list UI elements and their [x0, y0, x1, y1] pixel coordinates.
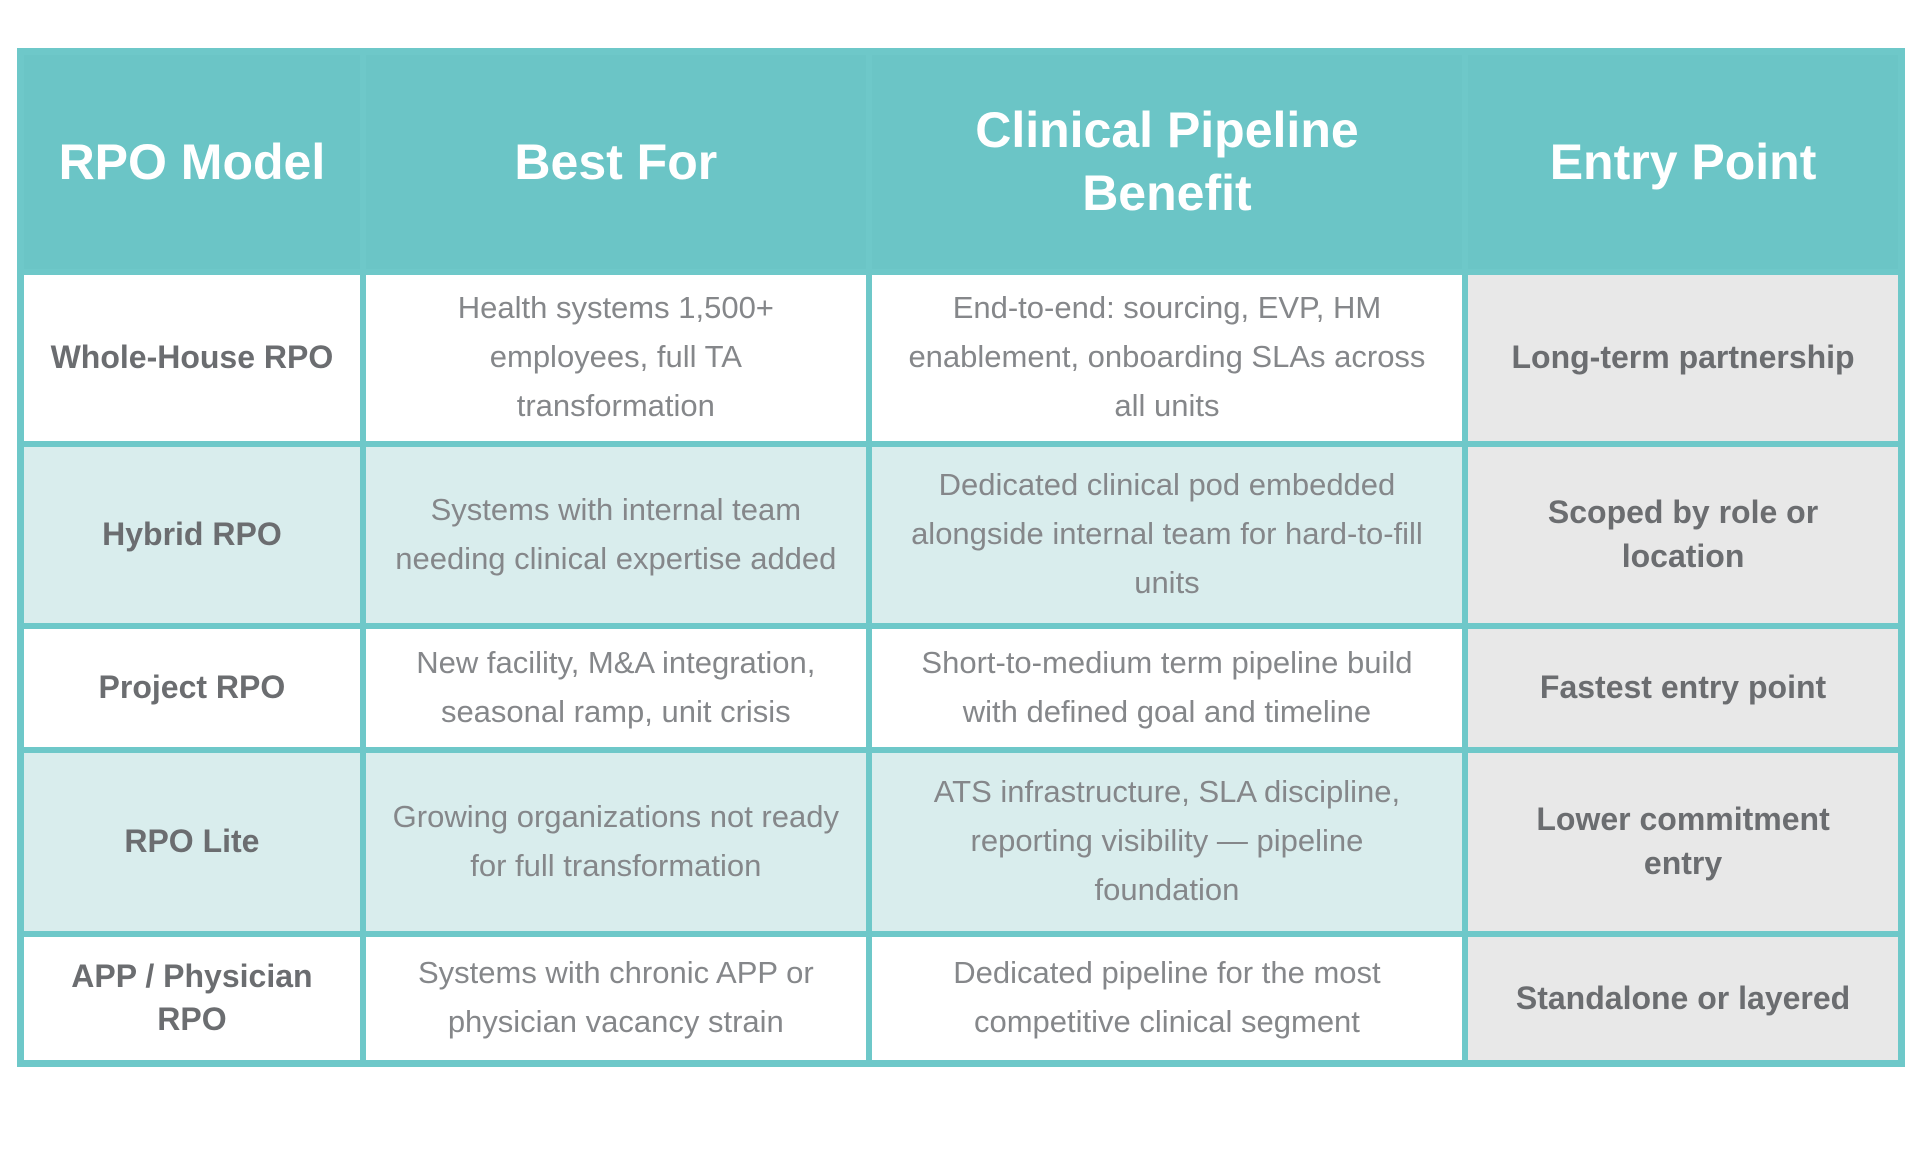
model-cell: Whole-House RPO — [17, 268, 366, 447]
entry-point-cell: Lower commitment entry — [1462, 746, 1905, 937]
header-rpo-model: RPO Model — [17, 48, 366, 275]
best-for-cell: New facility, M&A integration, seasonal … — [359, 622, 872, 753]
benefit-cell: Dedicated clinical pod embedded alongsid… — [865, 440, 1469, 629]
header-best-for: Best For — [359, 48, 872, 275]
best-for-cell: Systems with internal team needing clini… — [359, 440, 872, 629]
table-row-rpo-lite: RPO Lite Growing organizations not ready… — [17, 746, 1905, 937]
best-for-cell: Health systems 1,500+ employees, full TA… — [359, 268, 872, 447]
best-for-cell: Growing organizations not ready for full… — [359, 746, 872, 937]
benefit-cell: Dedicated pipeline for the most competit… — [865, 930, 1469, 1067]
comparison-table: RPO Model Best For Clinical Pipeline Ben… — [17, 48, 1905, 1067]
table-row-hybrid: Hybrid RPO Systems with internal team ne… — [17, 440, 1905, 629]
model-cell: RPO Lite — [17, 746, 366, 937]
model-cell: APP / Physician RPO — [17, 930, 366, 1067]
header-row: RPO Model Best For Clinical Pipeline Ben… — [17, 48, 1905, 275]
header-clinical-pipeline-benefit: Clinical Pipeline Benefit — [865, 48, 1469, 275]
entry-point-cell: Long-term partnership — [1462, 268, 1905, 447]
model-cell: Project RPO — [17, 622, 366, 753]
entry-point-cell: Standalone or layered — [1462, 930, 1905, 1067]
benefit-cell: Short-to-medium term pipeline build with… — [865, 622, 1469, 753]
table-row-whole-house: Whole-House RPO Health systems 1,500+ em… — [17, 268, 1905, 447]
model-cell: Hybrid RPO — [17, 440, 366, 629]
table-row-project: Project RPO New facility, M&A integratio… — [17, 622, 1905, 753]
best-for-cell: Systems with chronic APP or physician va… — [359, 930, 872, 1067]
entry-point-cell: Fastest entry point — [1462, 622, 1905, 753]
header-entry-point: Entry Point — [1462, 48, 1905, 275]
benefit-cell: ATS infrastructure, SLA discipline, repo… — [865, 746, 1469, 937]
table-row-app-physician: APP / Physician RPO Systems with chronic… — [17, 930, 1905, 1067]
entry-point-cell: Scoped by role or location — [1462, 440, 1905, 629]
rpo-comparison-table: RPO Model Best For Clinical Pipeline Ben… — [17, 48, 1905, 1067]
benefit-cell: End-to-end: sourcing, EVP, HM enablement… — [865, 268, 1469, 447]
